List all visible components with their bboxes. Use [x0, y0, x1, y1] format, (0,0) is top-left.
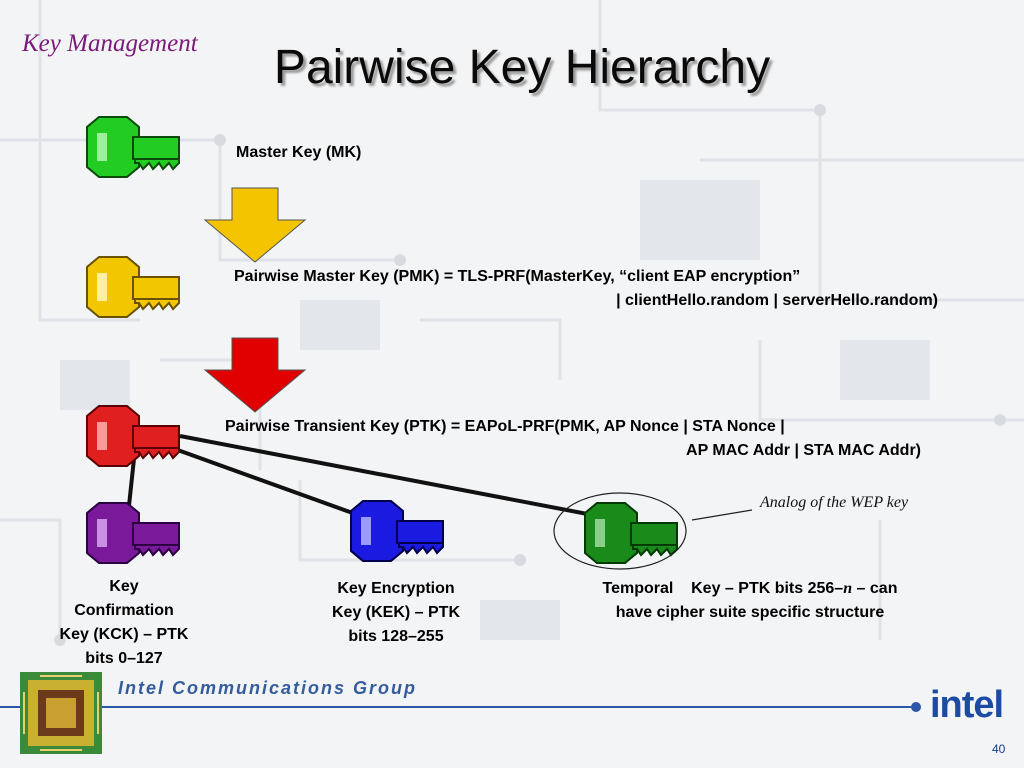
wep-annotation: Analog of the WEP key: [760, 494, 909, 511]
kek-label: Key Encryption Key (KEK) – PTK bits 128–…: [312, 577, 480, 649]
kek-key-icon: [350, 500, 444, 562]
pmk-label-line1: Pairwise Master Key (PMK) = TLS-PRF(Mast…: [234, 268, 801, 285]
tk-label-n: n: [843, 580, 853, 597]
kck-key-icon: [86, 502, 180, 564]
kck-label-line3: Key (KCK) – PTK: [59, 626, 189, 643]
kck-label-line2: Confirmation: [74, 602, 174, 619]
tk-label-line1-end: – can: [852, 580, 898, 597]
slide-title: Pairwise Key Hierarchy: [273, 41, 771, 94]
footer-group-name: Intel Communications Group: [118, 678, 418, 698]
intel-logo: intel: [930, 684, 1004, 726]
ptk-label: Pairwise Transient Key (PTK) = EAPoL-PRF…: [225, 415, 921, 463]
connector-to-tk: [179, 434, 599, 518]
kck-label-line1: Key: [109, 578, 139, 595]
tk-label-line1: Temporal Key – PTK bits 256–n – can: [560, 577, 940, 601]
arrow-pmk-to-ptk: [203, 337, 307, 413]
kck-label: Key Confirmation Key (KCK) – PTK bits 0–…: [40, 575, 208, 671]
chip-logo-icon: [20, 672, 102, 754]
pairwise-master-key-icon: [86, 256, 180, 318]
arrow-mk-to-pmk: [203, 187, 307, 263]
connector-to-kek: [149, 438, 373, 522]
master-key-icon: [86, 116, 180, 178]
temporal-key-label: Temporal Key – PTK bits 256–n – can have…: [560, 577, 940, 625]
master-key-label: Master Key (MK): [236, 144, 362, 161]
ptk-label-line1: Pairwise Transient Key (PTK) = EAPoL-PRF…: [225, 418, 785, 435]
kck-label-line4: bits 0–127: [85, 650, 163, 667]
annotation-leader: [691, 509, 753, 521]
kek-label-line1: Key Encryption: [337, 580, 455, 597]
temporal-key-highlight: [553, 492, 687, 570]
pmk-label: Pairwise Master Key (PMK) = TLS-PRF(Mast…: [234, 265, 938, 313]
pairwise-transient-key-icon: [86, 405, 180, 467]
footer-rule-dot: [911, 702, 921, 712]
kek-label-line2: Key (KEK) – PTK: [331, 604, 461, 621]
ptk-label-line2: AP MAC Addr | STA MAC Addr): [686, 442, 921, 459]
kek-label-line3: bits 128–255: [348, 628, 444, 645]
tk-label-line2: have cipher suite specific structure: [615, 604, 885, 621]
section-title: Key Management: [22, 30, 198, 57]
pmk-label-line2: | clientHello.random | serverHello.rando…: [616, 292, 938, 309]
tk-label-line1-text: Temporal Key – PTK bits 256–: [602, 580, 844, 597]
temporal-key-icon: [584, 502, 678, 564]
page-number: 40: [992, 742, 1006, 756]
